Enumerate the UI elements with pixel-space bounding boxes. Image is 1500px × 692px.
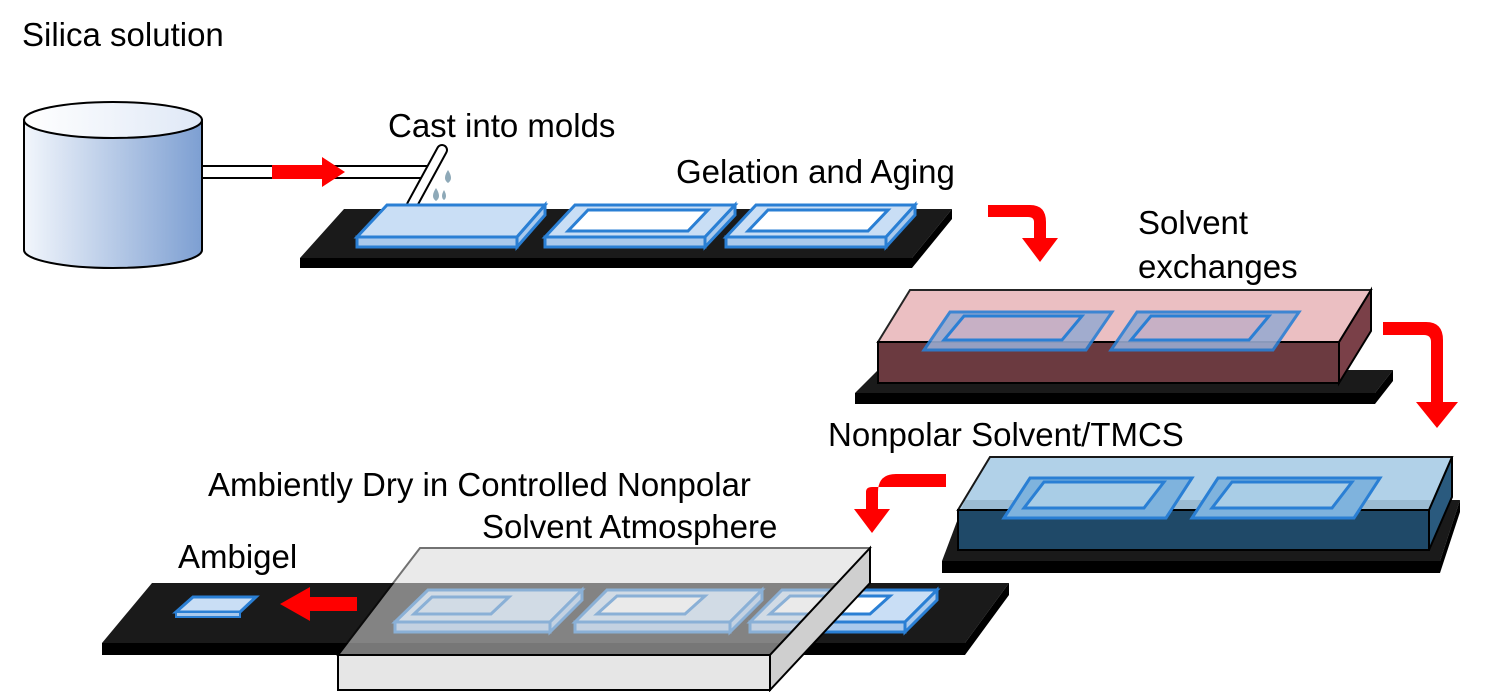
solvent-exchanges-label-line1: Solvent xyxy=(1138,204,1248,241)
gelation-aging-label: Gelation and Aging xyxy=(676,153,955,190)
left-arrow-icon xyxy=(280,587,357,621)
nonpolar-tmcs-bath xyxy=(942,456,1460,573)
curved-arrow-3-icon xyxy=(854,474,946,533)
solvent-exchange-bath xyxy=(855,286,1393,404)
flow-arrow-icon xyxy=(272,157,345,187)
ambigel-piece xyxy=(172,595,260,618)
mold-aged xyxy=(722,201,919,251)
mold-filled xyxy=(353,201,549,251)
cast-into-molds-label: Cast into molds xyxy=(388,107,615,144)
silica-solution-label: Silica solution xyxy=(22,16,224,53)
ambigel-label: Ambigel xyxy=(178,538,297,575)
nonpolar-tmcs-label: Nonpolar Solvent/TMCS xyxy=(828,416,1184,453)
curved-arrow-2-icon xyxy=(1383,322,1458,428)
drying-chamber xyxy=(335,545,873,692)
silica-tank xyxy=(23,101,203,269)
ambient-dry-label-line1: Ambiently Dry in Controlled Nonpolar xyxy=(208,466,751,503)
curved-arrow-1-icon xyxy=(988,205,1058,262)
mold-gelling xyxy=(541,201,739,251)
ambient-dry-label-line2: Solvent Atmosphere xyxy=(482,508,777,545)
solvent-exchanges-label-line2: exchanges xyxy=(1138,248,1298,285)
